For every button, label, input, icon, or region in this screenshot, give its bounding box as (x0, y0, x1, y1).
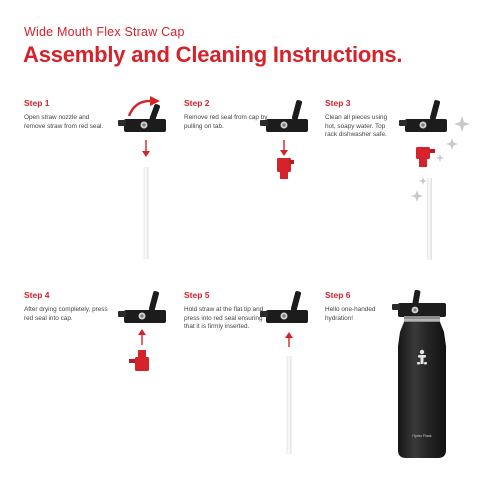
open-arrow-icon (127, 99, 153, 117)
step-text: Hold straw at the flat tip and press int… (184, 306, 264, 331)
straw (427, 178, 432, 260)
step-label: Step 5 (184, 290, 210, 300)
step2-cap-illustration (260, 100, 308, 132)
step-text: After drying completely, press red seal … (24, 306, 108, 322)
step1-cap-illustration (118, 104, 166, 132)
page-subtitle: Wide Mouth Flex Straw Cap (24, 25, 185, 39)
red-seal (129, 350, 149, 371)
step-label: Step 1 (24, 98, 50, 108)
step-text: Hello one-handed hydration! (325, 306, 376, 322)
page-title: Assembly and Cleaning Instructions. (23, 42, 403, 67)
hydro-flask-logo-icon (417, 349, 427, 365)
straw (286, 356, 292, 454)
bottle-illustration: Hydro Flask (392, 289, 446, 458)
step-5: Step 5 Hold straw at the flat tip and pr… (184, 290, 268, 332)
step-text: Open straw nozzle and remove straw from … (24, 114, 104, 130)
red-seal (277, 158, 294, 179)
step4-cap-illustration (118, 291, 166, 323)
straw (143, 167, 149, 259)
step-text: Remove red seal from cap by pulling on t… (184, 114, 268, 130)
red-seal (416, 147, 435, 167)
step-1: Step 1 Open straw nozzle and remove stra… (24, 98, 108, 131)
step-text: Clean all pieces using hot, soapy water.… (325, 114, 388, 139)
step-2: Step 2 Remove red seal from cap by pulli… (184, 98, 268, 131)
step3-cap-illustration (399, 100, 447, 132)
open-arrowhead-icon (150, 96, 160, 106)
step-label: Step 4 (24, 290, 50, 300)
step-6: Step 6 Hello one-handed hydration! (325, 290, 387, 323)
step-label: Step 6 (325, 290, 351, 300)
step-label: Step 3 (325, 98, 351, 108)
step5-cap-illustration (260, 291, 308, 323)
sparkle-icon (411, 116, 470, 202)
step-4: Step 4 After drying completely, press re… (24, 290, 108, 323)
step-label: Step 2 (184, 98, 210, 108)
step-3: Step 3 Clean all pieces using hot, soapy… (325, 98, 393, 140)
bottle-brand: Hydro Flask (412, 434, 431, 438)
